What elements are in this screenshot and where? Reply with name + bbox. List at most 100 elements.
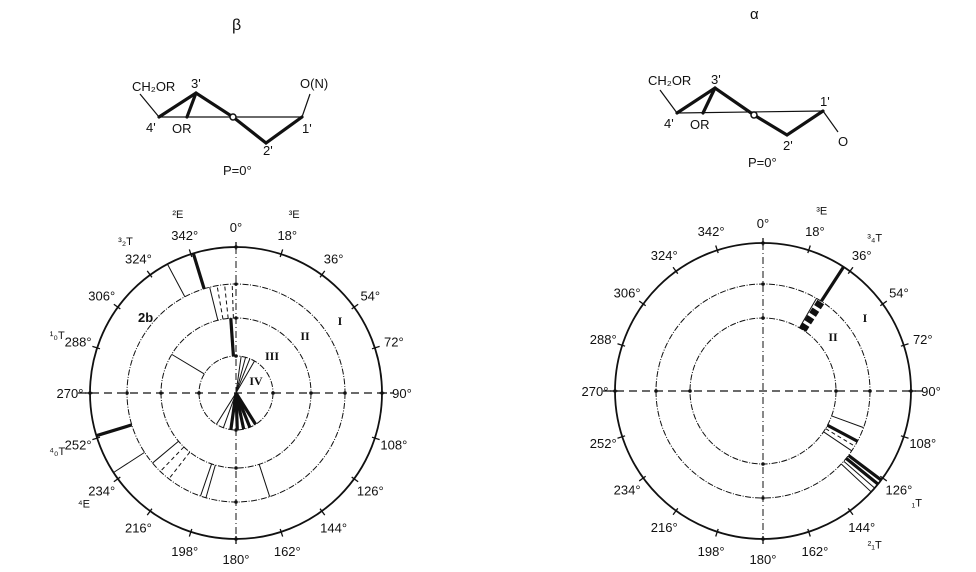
angle-label: 126° [357, 484, 384, 499]
conformation-mark [235, 357, 247, 394]
angle-label: 288° [590, 332, 617, 347]
beta-c2: 2' [263, 143, 273, 158]
conformation-mark [229, 318, 236, 357]
beta-c1: 1' [302, 121, 312, 136]
conformation-label: ¹₀T [50, 330, 65, 342]
region-label: II [828, 330, 838, 344]
angle-label: 72° [384, 335, 404, 350]
angle-tick [638, 475, 647, 482]
beta-title: β [232, 17, 241, 34]
axis-dot [234, 316, 238, 320]
conformation-mark [167, 263, 186, 297]
angle-tick [319, 508, 326, 516]
conformation-mark [823, 431, 852, 452]
angle-tick [715, 245, 719, 254]
angle-tick [847, 507, 854, 516]
angle-label: 36° [324, 252, 344, 267]
angle-label: 198° [171, 544, 198, 559]
angle-label: 36° [852, 248, 872, 263]
angle-label: 54° [360, 288, 380, 303]
angle-tick [807, 528, 811, 537]
angle-label: 126° [885, 483, 912, 498]
beta-c4: 4' [146, 120, 156, 135]
conformation-mark [95, 423, 133, 438]
region-label: I [863, 311, 868, 325]
alpha-pseudorotation-wheel: 0°18°36°54°72°90°108°126°144°162°180°198… [582, 205, 941, 567]
angle-tick [807, 245, 811, 254]
conformation-mark [216, 285, 224, 320]
angle-label: 306° [88, 288, 115, 303]
alpha-or: OR [690, 117, 710, 132]
angle-tick [113, 303, 121, 310]
angle-label: 342° [171, 228, 198, 243]
beta-ch2or: CH₂OR [132, 79, 175, 94]
axis-dot [234, 500, 238, 504]
angle-label: 0° [230, 220, 242, 235]
conformation-mark [819, 266, 845, 303]
angle-label: 216° [125, 520, 152, 535]
axis-dot [234, 282, 238, 286]
angle-tick [146, 270, 153, 278]
conformation-mark [843, 460, 876, 489]
angle-tick [900, 435, 909, 439]
angle-label: 306° [614, 285, 641, 300]
angle-label: 72° [913, 332, 933, 347]
angle-label: 216° [651, 520, 678, 535]
angle-tick [900, 343, 909, 347]
conformation-mark [799, 299, 825, 332]
angle-tick [879, 300, 888, 307]
alpha-title: α [750, 6, 759, 23]
angle-label: 144° [848, 520, 875, 535]
axis-dot [654, 389, 658, 393]
conformation-label: ⁴E [78, 499, 90, 511]
axis-dot [343, 391, 347, 395]
conformation-mark [229, 392, 238, 430]
region-label: IV [249, 374, 263, 388]
conformation-mark [200, 463, 213, 497]
axis-dot [125, 391, 129, 395]
axis-dot [761, 316, 765, 320]
axis-dot [197, 391, 201, 395]
angle-tick [672, 266, 679, 275]
conformation-label: ³E [816, 205, 827, 217]
angle-label: 180° [750, 552, 777, 567]
conformation-mark [222, 392, 237, 428]
conformation-mark [231, 284, 234, 319]
axis-dot [868, 389, 872, 393]
conformation-label: ₁T [911, 498, 922, 510]
conformation-label: ⁴₀T [49, 446, 65, 458]
conformation-label: ²₁T [868, 540, 882, 552]
angle-label: 0° [757, 216, 769, 231]
angle-label: 54° [889, 285, 909, 300]
angle-tick [879, 475, 888, 482]
conformation-mark [224, 284, 229, 319]
angle-label: 198° [698, 544, 725, 559]
beta-structure: β CH₂OR 3' 4' OR 1' 2' O(N) P=0° [132, 17, 328, 178]
alpha-ch2or: CH₂OR [648, 73, 691, 88]
angle-tick [188, 249, 193, 258]
angle-tick [279, 249, 284, 258]
alpha-c1: 1' [820, 94, 830, 109]
beta-substituent: O(N) [300, 76, 328, 91]
conformation-mark [215, 392, 237, 425]
angle-tick [617, 435, 626, 439]
axis-dot [761, 462, 765, 466]
angle-label: 162° [801, 544, 828, 559]
angle-tick [617, 343, 626, 347]
beta-pseudorotation-wheel: 0°18°36°54°72°90°108°126°144°162°180°198… [49, 209, 412, 567]
beta-or: OR [172, 121, 192, 136]
angle-label: 234° [88, 484, 115, 499]
angle-tick [92, 436, 101, 441]
conformation-mark [152, 440, 179, 464]
conformation-mark [205, 464, 216, 498]
axis-dot [761, 496, 765, 500]
angle-label: 180° [223, 552, 250, 567]
conformation-mark [825, 428, 855, 447]
axis-dot [271, 391, 275, 395]
conformation-mark [826, 423, 859, 443]
alpha-c3: 3' [711, 72, 721, 87]
angle-tick [188, 528, 193, 537]
angle-label: 270° [582, 384, 609, 399]
conformation-mark [847, 454, 883, 482]
